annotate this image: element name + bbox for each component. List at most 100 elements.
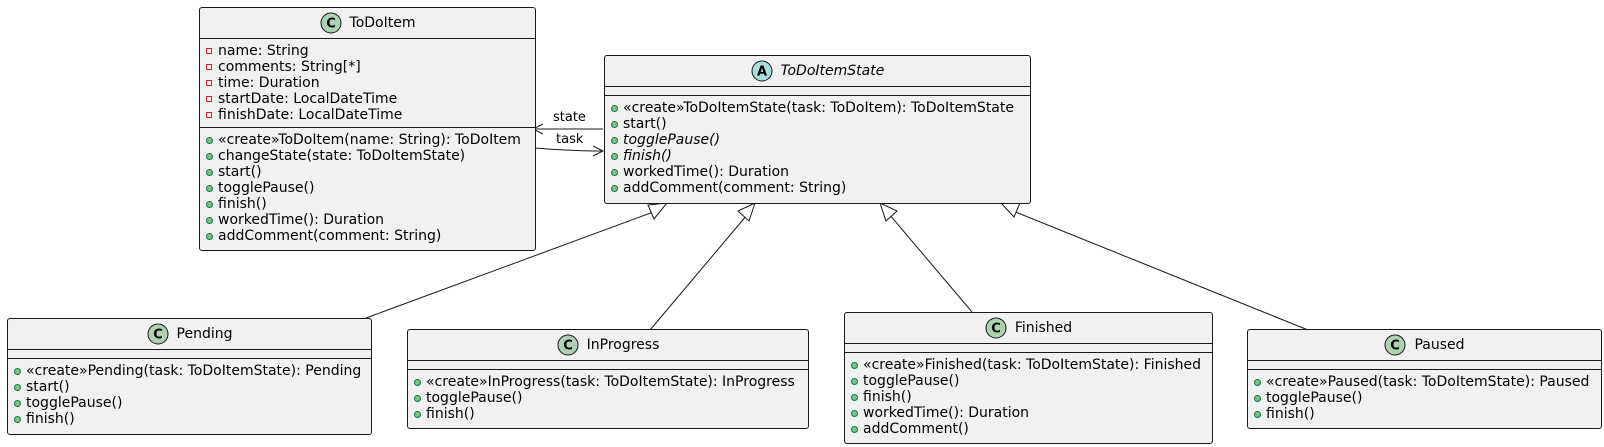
methods-compartment: «create»InProgress(task: ToDoItemState):… — [408, 369, 808, 426]
visibility-marker — [611, 152, 618, 160]
class-icon-letter: A — [757, 65, 767, 80]
attributes-compartment — [605, 86, 1030, 95]
class-name: ToDoItem — [349, 15, 416, 31]
class-name: Pending — [176, 326, 233, 342]
method-row[interactable]: addComment(comment: String) — [206, 228, 535, 244]
visibility-marker — [206, 200, 213, 208]
visibility-marker — [851, 361, 858, 369]
method-text: finish() — [1266, 406, 1315, 422]
visibility-marker — [14, 383, 21, 391]
class-name: ToDoItemState — [780, 63, 885, 79]
public-visibility-icon — [414, 394, 426, 402]
methods-compartment: «create»Pending(task: ToDoItemState): Pe… — [8, 358, 371, 431]
attribute-row[interactable]: finishDate: LocalDateTime — [206, 107, 535, 123]
methods-compartment: «create»Paused(task: ToDoItemState): Pau… — [1248, 369, 1601, 426]
method-row[interactable]: start() — [611, 116, 1030, 132]
visibility-marker — [206, 136, 213, 144]
method-row[interactable]: workedTime(): Duration — [611, 164, 1030, 180]
method-row[interactable]: togglePause() — [851, 373, 1212, 389]
method-text: «create»Paused(task: ToDoItemState): Pau… — [1266, 374, 1590, 390]
public-visibility-icon — [851, 361, 863, 369]
method-text: finish() — [863, 389, 912, 405]
public-visibility-icon — [611, 168, 623, 176]
attribute-row[interactable]: startDate: LocalDateTime — [206, 91, 535, 107]
method-row[interactable]: finish() — [851, 389, 1212, 405]
attributes-compartment — [8, 349, 371, 358]
method-text: workedTime(): Duration — [623, 164, 790, 180]
attribute-text: comments: String[*] — [218, 59, 361, 75]
private-visibility-icon — [206, 80, 218, 86]
attribute-text: finishDate: LocalDateTime — [218, 107, 403, 123]
method-row[interactable]: finish() — [414, 406, 808, 422]
method-row[interactable]: workedTime(): Duration — [206, 212, 535, 228]
class-icon: C — [147, 323, 169, 345]
attribute-row[interactable]: comments: String[*] — [206, 59, 535, 75]
public-visibility-icon — [851, 377, 863, 385]
method-row[interactable]: togglePause() — [611, 132, 1030, 148]
class-todoitemstate[interactable]: A ToDoItemState «create»ToDoItemState(task… — [604, 55, 1031, 204]
class-pending[interactable]: C Pending «create»Pending(task: ToDoItemSt… — [7, 318, 372, 435]
public-visibility-icon — [611, 136, 623, 144]
public-visibility-icon — [14, 415, 26, 423]
attribute-text: time: Duration — [218, 75, 320, 91]
visibility-marker — [14, 367, 21, 375]
method-row[interactable]: togglePause() — [206, 180, 535, 196]
methods-compartment: «create»ToDoItem(name: String): ToDoItem… — [200, 127, 535, 248]
method-text: workedTime(): Duration — [863, 405, 1030, 421]
association-task-edge — [534, 145, 605, 157]
method-row[interactable]: togglePause() — [414, 390, 808, 406]
class-icon: C — [320, 12, 342, 34]
method-row[interactable]: «create»InProgress(task: ToDoItemState):… — [414, 374, 808, 390]
class-icon: C — [1384, 334, 1406, 356]
visibility-marker — [1254, 394, 1261, 402]
attribute-row[interactable]: time: Duration — [206, 75, 535, 91]
method-row[interactable]: «create»Pending(task: ToDoItemState): Pe… — [14, 363, 371, 379]
method-text: addComment() — [863, 421, 969, 437]
method-row[interactable]: workedTime(): Duration — [851, 405, 1212, 421]
method-row[interactable]: finish() — [611, 148, 1030, 164]
generalization-inprogress-edge — [649, 202, 756, 331]
method-row[interactable]: finish() — [1254, 406, 1601, 422]
method-text: finish() — [26, 411, 75, 427]
method-row[interactable]: «create»ToDoItemState(task: ToDoItem): T… — [611, 100, 1030, 116]
method-row[interactable]: start() — [206, 164, 535, 180]
public-visibility-icon — [14, 383, 26, 391]
method-row[interactable]: «create»Finished(task: ToDoItemState): F… — [851, 357, 1212, 373]
visibility-marker — [611, 168, 618, 176]
visibility-marker — [206, 80, 212, 86]
method-row[interactable]: addComment() — [851, 421, 1212, 437]
visibility-marker — [1254, 410, 1261, 418]
method-row[interactable]: finish() — [206, 196, 535, 212]
class-icon-letter: C — [1391, 339, 1401, 354]
attribute-text: startDate: LocalDateTime — [218, 91, 398, 107]
method-row[interactable]: addComment(comment: String) — [611, 180, 1030, 196]
method-text: togglePause() — [218, 180, 315, 196]
class-icon-letter: C — [991, 322, 1001, 337]
visibility-marker — [414, 410, 421, 418]
method-row[interactable]: togglePause() — [14, 395, 371, 411]
method-text: finish() — [426, 406, 475, 422]
method-row[interactable]: start() — [14, 379, 371, 395]
public-visibility-icon — [851, 409, 863, 417]
association-state-label: state — [553, 110, 586, 125]
method-row[interactable]: finish() — [14, 411, 371, 427]
public-visibility-icon — [414, 378, 426, 386]
attribute-row[interactable]: name: String — [206, 43, 535, 59]
method-row[interactable]: «create»Paused(task: ToDoItemState): Pau… — [1254, 374, 1601, 390]
method-row[interactable]: changeState(state: ToDoItemState) — [206, 148, 535, 164]
method-text: «create»ToDoItem(name: String): ToDoItem — [218, 132, 521, 148]
method-row[interactable]: «create»ToDoItem(name: String): ToDoItem — [206, 132, 535, 148]
public-visibility-icon — [206, 200, 218, 208]
private-visibility-icon — [206, 96, 218, 102]
method-row[interactable]: togglePause() — [1254, 390, 1601, 406]
visibility-marker — [611, 136, 618, 144]
method-text: togglePause() — [426, 390, 523, 406]
